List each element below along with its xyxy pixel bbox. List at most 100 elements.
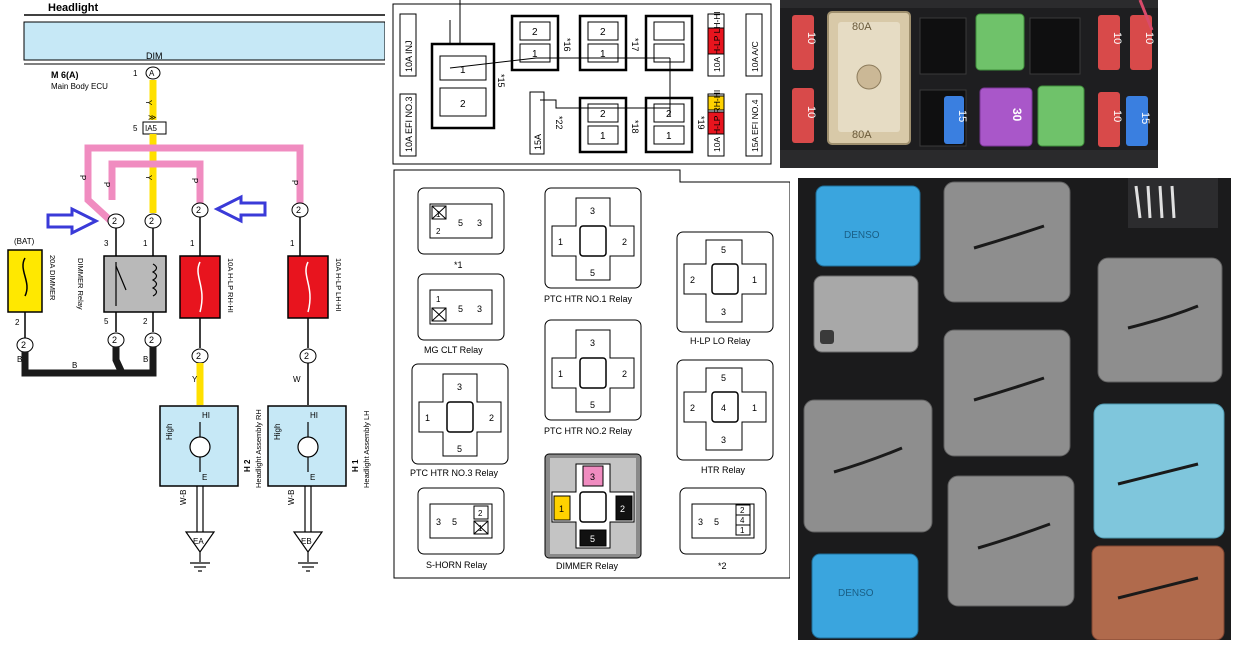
- pin-2-bat: 2: [15, 318, 20, 327]
- fuse-purple: [979, 87, 1033, 147]
- fuse-15a-box: [529, 91, 545, 155]
- relay-ptc2-label: PTC HTR NO.2 Relay: [544, 426, 633, 436]
- ecu-header-bar: [23, 21, 385, 61]
- empty-slot: [1029, 17, 1081, 75]
- pink-wire-main: [84, 144, 304, 225]
- connector-wires: [1134, 185, 1176, 219]
- mgclt-p1: 1: [436, 295, 441, 304]
- wire-w: W: [293, 375, 301, 384]
- line-15-16: [449, 57, 537, 69]
- fuse-efi4-label: 15A EFI NO.4: [750, 99, 760, 152]
- fuse-label-3: 15: [956, 110, 968, 122]
- fuse-rh-hi-red: [707, 111, 725, 135]
- star2-p4: 4: [740, 516, 745, 525]
- relay-19-top-a: [653, 21, 685, 41]
- wiring-svg: Headlight DIM M 6(A) Main Body ECU A 1 Y…: [7, 2, 385, 572]
- connector-a: [145, 66, 161, 80]
- fuse-label-2: 10: [805, 106, 817, 118]
- relay-15-pin1: [439, 55, 487, 81]
- star2-p1: 1: [740, 526, 745, 535]
- relay-ptc3-label: PTC HTR NO.3 Relay: [410, 468, 499, 478]
- htr-p2: 2: [690, 403, 695, 413]
- denso-label-bottom: DENSO: [838, 588, 874, 599]
- pin-2-b: 2: [149, 216, 154, 226]
- photo1-bottom-edge: [780, 150, 1158, 168]
- junction-code: IA5: [145, 124, 158, 133]
- fuse-lh-icon: [305, 261, 311, 313]
- relay-shorn-label: S-HORN Relay: [426, 560, 488, 570]
- relay-17-p1: 1: [600, 49, 606, 60]
- star1-p5: 5: [458, 218, 463, 228]
- ptc2-p3: 3: [590, 338, 595, 348]
- relay-ptc1-core: [579, 225, 607, 257]
- star2-p5: 5: [714, 517, 719, 527]
- relay-15-p2: 2: [460, 99, 466, 110]
- x-line-b: [431, 205, 447, 220]
- relay-hlplo-label: H-LP LO Relay: [690, 336, 751, 346]
- rh-hi-label: HI: [202, 411, 210, 420]
- fuse-block-photo: 10 10 10 10 10 80A 80A 15 15 30: [780, 0, 1158, 168]
- ptc1-p5: 5: [590, 268, 595, 278]
- dimmer-pin1-yellow: [553, 495, 571, 521]
- relay-18-bot: [587, 125, 619, 145]
- wire-wb-rh: W-B: [179, 490, 188, 505]
- fuse-label-6: 15: [1139, 112, 1151, 124]
- relay-ptc3-core: [446, 401, 474, 433]
- arrow-left-icon: [213, 194, 267, 224]
- fuse-blue: [944, 96, 964, 144]
- wire-b-3: B: [143, 355, 148, 364]
- relays-svg: 1 2 5 3 *1 3 1 2 5 PTC HTR NO.1 Relay 5 …: [393, 169, 790, 579]
- fuse-efi3-label: 10A EFI NO.3: [404, 96, 414, 152]
- relay-19-top-b: [653, 43, 685, 63]
- relay-blue: [815, 185, 921, 267]
- relay-pinouts: 1 2 5 3 *1 3 1 2 5 PTC HTR NO.1 Relay 5 …: [390, 168, 790, 583]
- ref-16: *16: [562, 38, 572, 52]
- fuse-lh-box: [287, 255, 329, 319]
- pin-2-h: 2: [196, 351, 201, 361]
- relay-star1-label: *1: [454, 260, 463, 270]
- fuse-rh-label: 10A H-LP RH-HI: [226, 258, 235, 313]
- fuse-label-4: 10: [1111, 32, 1123, 44]
- relay-19-b: [653, 125, 685, 145]
- pink-wire-inner: [108, 160, 204, 210]
- relay-block-photo: DENSO DENSO: [798, 178, 1231, 640]
- fuse-label-4b: 10: [1111, 110, 1123, 122]
- relay-19-p2: 2: [666, 109, 672, 120]
- wire-p-4: P: [290, 180, 299, 185]
- relay-18-p1: 1: [600, 131, 606, 142]
- pin-1-relay: 1: [143, 239, 148, 248]
- pin-2-c: 2: [196, 205, 201, 215]
- denso-label: DENSO: [844, 230, 880, 241]
- ground-eb: [292, 486, 324, 572]
- wire-b-2: B: [17, 355, 22, 364]
- fuse-label-80a-top: 80A: [852, 21, 872, 33]
- bulb-icon: [189, 436, 211, 458]
- pin-3: 3: [104, 239, 109, 248]
- ground-ea-label: EA: [193, 537, 204, 546]
- relay-17-p2: 2: [600, 27, 606, 38]
- relay-gray: [813, 275, 919, 353]
- h1-code: H 1: [351, 459, 360, 472]
- fuse-dimmer-box: [7, 249, 43, 313]
- star2-p2: 2: [740, 506, 745, 515]
- relay-light-blue: [1093, 403, 1225, 539]
- fuse-green: [1037, 85, 1085, 147]
- star2-p3: 3: [698, 517, 703, 527]
- relay-switch-icon: [115, 265, 127, 291]
- ptc1-p2: 2: [622, 237, 627, 247]
- relay-18-p2: 2: [600, 109, 606, 120]
- relay-coil-icon: [151, 263, 158, 297]
- fusible-link-screw: [856, 64, 882, 90]
- wire-y-mid: Y: [144, 175, 153, 181]
- chevron-down-icon: ≫: [148, 113, 156, 122]
- pin-1-rh: 1: [190, 239, 195, 248]
- dimmer-relay-label: DIMMER Relay: [76, 258, 85, 310]
- fuse-15a-label: 15A: [533, 134, 543, 150]
- ref-18: *18: [630, 120, 640, 134]
- line-inj: [449, 0, 461, 44]
- fuse-label-30: 30: [1010, 108, 1024, 122]
- empty-slot: [919, 17, 967, 75]
- ref-19: *19: [696, 116, 706, 130]
- arrow-right-icon: [46, 206, 100, 236]
- fusebox-svg: 10A INJ 10A EFI NO.3 1 2 *15 2 1 *16 2 1…: [392, 0, 772, 165]
